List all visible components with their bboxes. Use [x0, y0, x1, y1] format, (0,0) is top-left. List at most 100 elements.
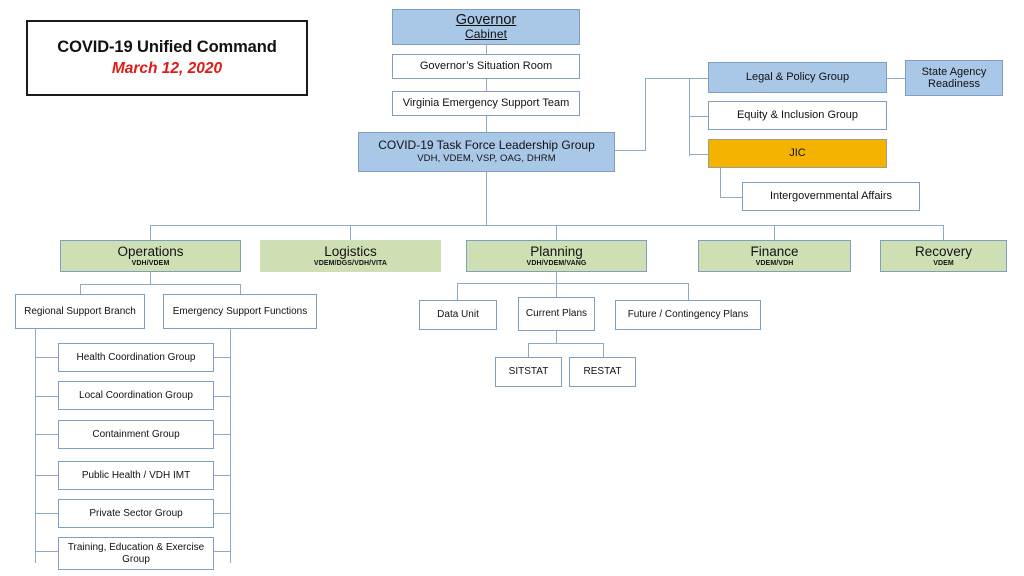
node-task-force-title: COVID-19 Task Force Leadership Group — [378, 138, 595, 153]
node-local-coordination-group[interactable]: Local Coordination Group — [58, 381, 214, 410]
connector-governor-to-situation-room — [486, 44, 487, 54]
connector-current-plans-child-bus — [528, 343, 603, 344]
node-section-planning-subtitle: VDH/VDEM/VANG — [526, 260, 587, 268]
node-public-health-vdh-imt-title: Public Health / VDH IMT — [81, 469, 191, 481]
node-virginia-emergency-support-team[interactable]: Virginia Emergency Support Team — [392, 91, 580, 116]
node-section-operations-subtitle: VDH/VDEM — [131, 260, 170, 268]
node-legal-policy-group-title: Legal & Policy Group — [745, 71, 850, 84]
connector-spine-to-inner-spine — [645, 78, 689, 79]
node-data-unit[interactable]: Data Unit — [419, 300, 497, 330]
node-governor[interactable]: Governor Cabinet — [392, 9, 580, 45]
node-current-plans[interactable]: Current Plans — [518, 297, 595, 331]
node-jic-title: JIC — [789, 147, 806, 160]
node-intergovernmental-affairs-title: Intergovernmental Affairs — [769, 190, 893, 203]
connector-left-to-public-health-vdh-imt — [35, 475, 58, 476]
node-equity-inclusion-group[interactable]: Equity & Inclusion Group — [708, 101, 887, 130]
connector-support-spine-vertical — [645, 78, 646, 151]
node-legal-policy-group[interactable]: Legal & Policy Group — [708, 62, 887, 93]
connector-right-to-public-health-vdh-imt — [214, 475, 230, 476]
connector-operations-drop — [150, 272, 151, 284]
node-current-plans-title: Current Plans — [525, 308, 588, 320]
connector-planning-drop — [556, 272, 557, 283]
connector-right-to-containment-group — [214, 434, 230, 435]
node-future-contingency-plans[interactable]: Future / Contingency Plans — [615, 300, 761, 330]
node-equity-inclusion-group-title: Equity & Inclusion Group — [736, 109, 859, 122]
connector-right-to-local-coordination-group — [214, 396, 230, 397]
node-health-coordination-group[interactable]: Health Coordination Group — [58, 343, 214, 372]
connector-bus-to-data-unit — [457, 283, 458, 300]
connector-bus-to-emergency-support-functions — [240, 284, 241, 294]
node-training-education-exercise-group[interactable]: Training, Education & Exercise Group — [58, 537, 214, 570]
connector-bus-to-planning — [556, 225, 557, 240]
connector-sections-bus — [150, 225, 943, 226]
connector-left-to-local-coordination-group — [35, 396, 58, 397]
connector-regional-support-spine — [35, 329, 36, 563]
connector-bus-to-recovery — [943, 225, 944, 240]
node-section-recovery-subtitle: VDEM — [933, 260, 954, 268]
connector-left-to-training-education-exercise-group — [35, 551, 58, 552]
node-virginia-emergency-support-team-title: Virginia Emergency Support Team — [402, 97, 570, 110]
node-intergovernmental-affairs[interactable]: Intergovernmental Affairs — [742, 182, 920, 211]
connector-to-legal-policy-group — [689, 78, 708, 79]
node-section-finance[interactable]: Finance VDEM/VDH — [698, 240, 851, 272]
node-governor-title: Governor — [455, 12, 517, 29]
connector-bus-to-operations — [150, 225, 151, 240]
connector-jic-drop — [720, 168, 721, 197]
node-governors-situation-room-title: Governor’s Situation Room — [419, 60, 553, 73]
node-task-force-subtitle: VDH, VDEM, VSP, OAG, DHRM — [417, 152, 556, 164]
node-future-contingency-plans-title: Future / Contingency Plans — [627, 309, 749, 321]
title-card-line1: COVID-19 Unified Command — [57, 38, 277, 56]
node-section-planning-title: Planning — [530, 244, 583, 260]
connector-to-jic — [689, 154, 708, 155]
node-section-logistics[interactable]: Logistics VDEM/DGS/VDH/VITA — [260, 240, 441, 272]
connector-bus-to-sitstat — [528, 343, 529, 357]
node-section-finance-subtitle: VDEM/VDH — [755, 260, 794, 268]
node-section-logistics-subtitle: VDEM/DGS/VDH/VITA — [313, 260, 388, 268]
node-state-agency-readiness[interactable]: State Agency Readiness — [905, 60, 1003, 96]
node-health-coordination-group-title: Health Coordination Group — [76, 351, 196, 363]
connector-bus-to-restat — [603, 343, 604, 357]
node-sitstat[interactable]: SITSTAT — [495, 357, 562, 387]
connector-inner-support-spine — [689, 78, 690, 156]
connector-left-to-private-sector-group — [35, 513, 58, 514]
node-section-operations[interactable]: Operations VDH/VDEM — [60, 240, 241, 272]
connector-task-force-to-sections-bus — [486, 172, 487, 225]
title-card: COVID-19 Unified Command March 12, 2020 — [26, 20, 308, 96]
node-emergency-support-functions[interactable]: Emergency Support Functions — [163, 294, 317, 329]
node-jic[interactable]: JIC — [708, 139, 887, 168]
connector-left-to-containment-group — [35, 434, 58, 435]
node-private-sector-group-title: Private Sector Group — [89, 507, 183, 519]
connector-legal-to-state-agency-readiness — [887, 78, 905, 79]
node-section-finance-title: Finance — [750, 244, 799, 260]
connector-vest-to-task-force — [486, 116, 487, 132]
connector-bus-to-regional-support-branch — [80, 284, 81, 294]
node-private-sector-group[interactable]: Private Sector Group — [58, 499, 214, 528]
node-public-health-vdh-imt[interactable]: Public Health / VDH IMT — [58, 461, 214, 490]
connector-jic-to-intergovernmental-affairs — [720, 197, 742, 198]
connector-bus-to-logistics — [350, 225, 351, 240]
node-containment-group-title: Containment Group — [92, 428, 180, 440]
node-section-recovery[interactable]: Recovery VDEM — [880, 240, 1007, 272]
node-section-planning[interactable]: Planning VDH/VDEM/VANG — [466, 240, 647, 272]
node-regional-support-branch-title: Regional Support Branch — [24, 305, 136, 317]
connector-to-equity-inclusion-group — [689, 116, 708, 117]
connector-esf-spine — [230, 329, 231, 563]
node-sitstat-title: SITSTAT — [508, 366, 549, 378]
node-restat[interactable]: RESTAT — [569, 357, 636, 387]
connector-bus-to-current-plans — [556, 283, 557, 300]
connector-right-to-health-coordination-group — [214, 357, 230, 358]
node-governor-subtitle: Cabinet — [464, 27, 508, 42]
connector-bus-to-finance — [774, 225, 775, 240]
node-governors-situation-room[interactable]: Governor’s Situation Room — [392, 54, 580, 79]
connector-operations-branch-bus — [80, 284, 240, 285]
node-data-unit-title: Data Unit — [437, 309, 479, 321]
node-covid19-task-force-leadership-group[interactable]: COVID-19 Task Force Leadership Group VDH… — [358, 132, 615, 172]
node-regional-support-branch[interactable]: Regional Support Branch — [15, 294, 145, 329]
connector-planning-unit-bus — [457, 283, 688, 284]
node-containment-group[interactable]: Containment Group — [58, 420, 214, 449]
connector-situation-room-to-vest — [486, 79, 487, 91]
connector-right-to-training-education-exercise-group — [214, 551, 230, 552]
node-emergency-support-functions-title: Emergency Support Functions — [172, 305, 308, 317]
node-training-education-exercise-group-title: Training, Education & Exercise Group — [67, 542, 205, 565]
